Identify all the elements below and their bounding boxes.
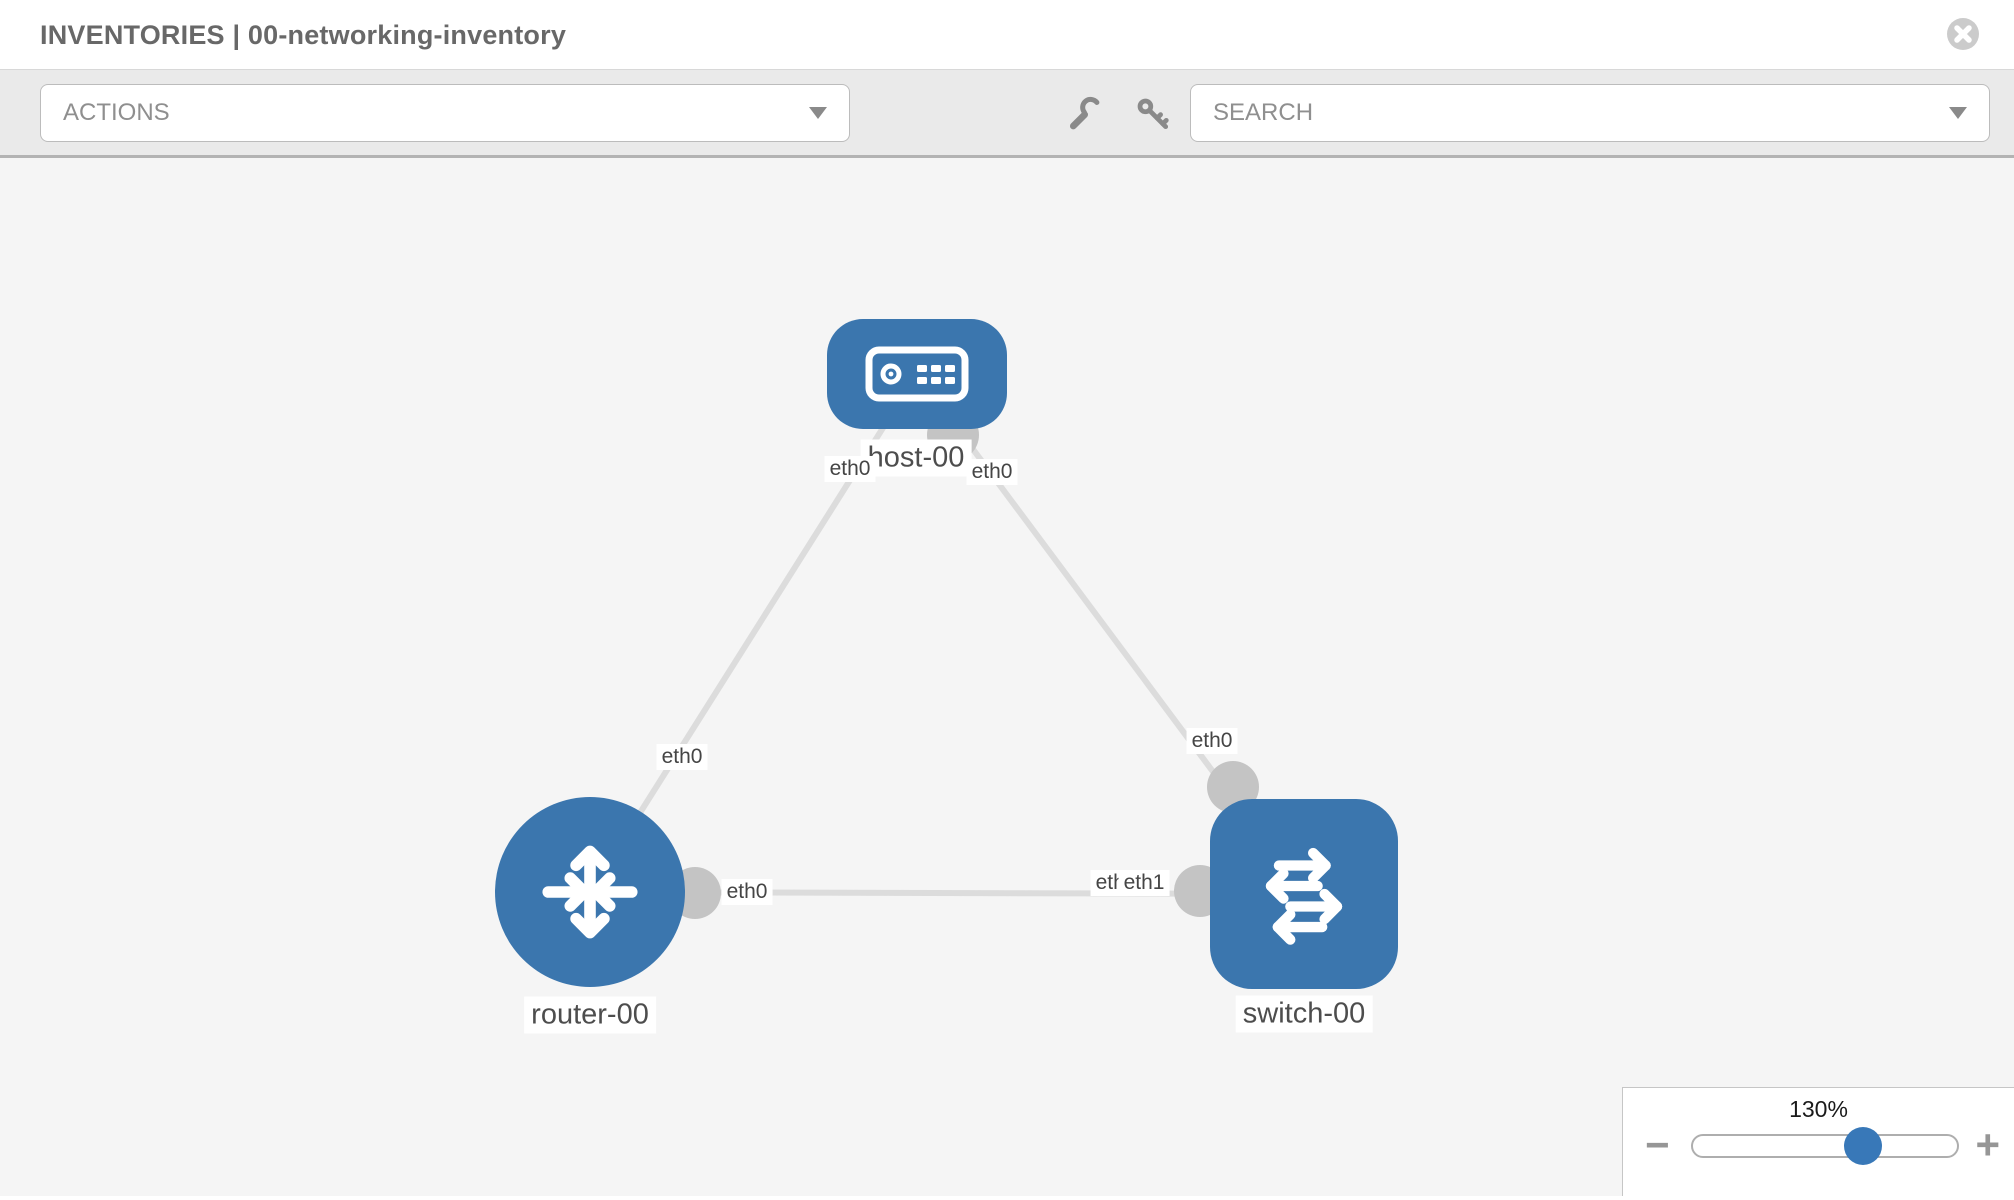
interface-label: eth1 [1118, 870, 1170, 896]
interface-label: eth0 [1186, 728, 1238, 754]
actions-dropdown[interactable]: ACTIONS [40, 84, 850, 142]
wrench-icon [1069, 96, 1100, 130]
close-button[interactable] [1946, 17, 1980, 51]
zoom-level: 130% [1789, 1096, 1848, 1122]
window-header: INVENTORIES | 00-networking-inventory [0, 0, 2014, 70]
chevron-down-icon [1949, 107, 1967, 119]
router-icon [542, 845, 638, 939]
search-placeholder: SEARCH [1213, 99, 1314, 126]
actions-dropdown-label: ACTIONS [63, 99, 170, 126]
topology-links [587, 372, 1307, 919]
key-button[interactable] [1134, 95, 1172, 133]
interface-label: eth0 [966, 459, 1018, 485]
close-icon [1947, 18, 1979, 50]
chevron-down-icon [809, 107, 827, 119]
node-label-host-00: host-00 [860, 439, 972, 477]
zoom-slider[interactable] [1691, 1127, 1959, 1165]
key-icon [1137, 98, 1169, 130]
interface-label: eth0 [721, 879, 773, 905]
host-icon [865, 346, 969, 402]
search-dropdown[interactable]: SEARCH [1190, 84, 1990, 142]
zoom-slider-thumb[interactable] [1844, 1127, 1883, 1165]
node-host-00[interactable] [827, 319, 1007, 429]
node-router-00[interactable] [495, 797, 685, 987]
toolbar: ACTIONS SEARCH [0, 70, 2014, 158]
zoom-in-button[interactable]: + [1975, 1121, 2000, 1168]
node-label-switch-00: switch-00 [1235, 995, 1373, 1033]
topology-canvas[interactable]: host-00 router-00 switch-00 eth0 eth0 et… [0, 158, 2014, 1196]
switch-icon [1265, 847, 1343, 945]
zoom-panel: 130% − + [1622, 1087, 2014, 1196]
interface-label: eth0 [824, 456, 876, 482]
configure-button[interactable] [1066, 95, 1104, 133]
page-title: INVENTORIES | 00-networking-inventory [40, 20, 567, 50]
node-switch-00[interactable] [1210, 799, 1398, 989]
interface-label: eth0 [656, 744, 708, 770]
node-label-router-00: router-00 [524, 996, 656, 1034]
zoom-out-button[interactable]: − [1645, 1121, 1670, 1168]
